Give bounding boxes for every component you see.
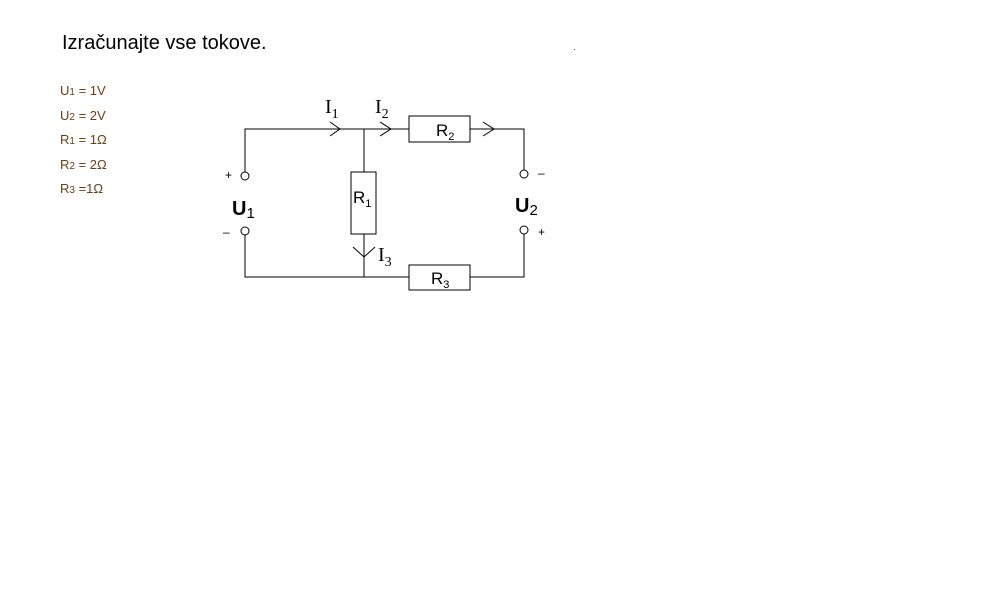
arrow-r2-out-icon bbox=[482, 121, 495, 137]
given-r3: R3 =1Ω bbox=[60, 181, 104, 196]
given-u1: U1 = 1V bbox=[60, 83, 106, 98]
arrow-i3-icon bbox=[352, 246, 376, 258]
arrow-i2-icon bbox=[379, 121, 392, 137]
terminal-u1-minus bbox=[240, 226, 250, 236]
given-values: U1 = 1V U2 = 2V R1 = 1Ω R2 = 2Ω R3 =1Ω bbox=[60, 80, 107, 203]
given-u2: U2 = 2V bbox=[60, 107, 106, 123]
u1-plus-sign: + bbox=[225, 168, 232, 182]
u2-minus-sign: – bbox=[538, 166, 545, 180]
stray-dot bbox=[574, 49, 575, 50]
terminal-u2-minus bbox=[519, 169, 529, 179]
resistor-r1 bbox=[350, 171, 377, 235]
label-i3: I3 bbox=[378, 244, 392, 270]
resistor-r3 bbox=[408, 264, 471, 291]
label-i2: I2 bbox=[375, 96, 389, 122]
given-r1: R1 = 1Ω bbox=[60, 132, 107, 147]
label-i1: I1 bbox=[325, 96, 339, 122]
terminal-u2-plus bbox=[519, 225, 529, 235]
task-title: Izračunajte vse tokove. bbox=[62, 32, 267, 54]
label-r3: R3 bbox=[431, 269, 449, 291]
label-r2: R2 bbox=[436, 121, 454, 143]
given-r2: R2 = 2Ω bbox=[60, 156, 107, 172]
label-r1: R1 bbox=[353, 188, 371, 210]
arrow-i1-icon bbox=[329, 121, 341, 137]
terminal-u1-plus bbox=[240, 171, 250, 181]
resistor-r2 bbox=[408, 115, 471, 143]
label-u2: U2 bbox=[515, 195, 538, 219]
u2-plus-sign: + bbox=[538, 225, 545, 239]
wires bbox=[244, 128, 525, 278]
label-u1: U1 bbox=[232, 198, 255, 222]
u1-minus-sign: – bbox=[223, 225, 230, 239]
